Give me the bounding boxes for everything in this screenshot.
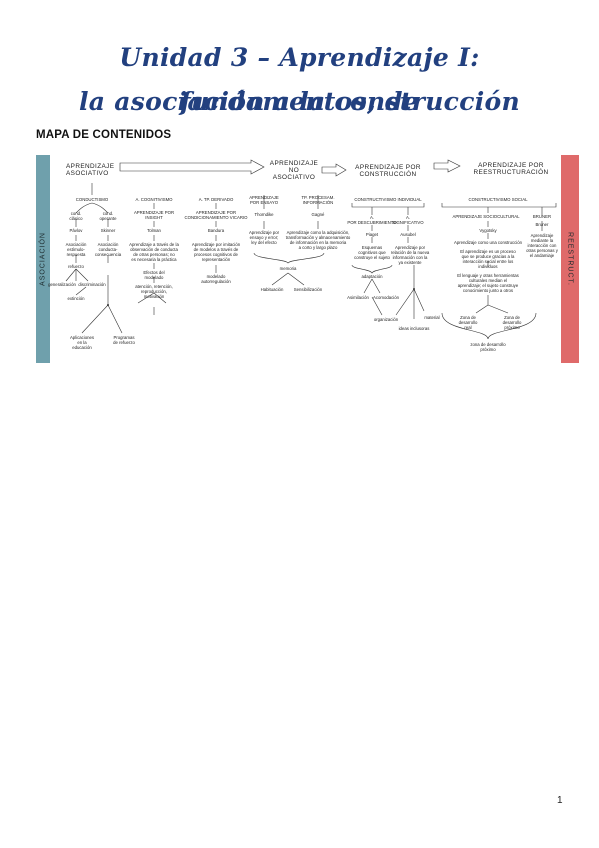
node-ausubel-desc: Aprendizaje por relación de la nueva inf…: [390, 245, 430, 265]
node-refuerzo: refuerzo: [68, 264, 84, 269]
subheader-cognitivismo: A. COGNITIVISMO: [135, 197, 173, 202]
header-construction: APRENDIZAJE POR CONSTRUCCIÓN: [355, 164, 421, 178]
subheader-tp-derivado: A. TP. DERIVADO: [198, 197, 234, 202]
node-piaget: Piaget: [365, 232, 379, 237]
node-habituacion: Habituación: [260, 287, 284, 292]
node-zona-proximo: Zona de desarrollo próximo: [502, 315, 522, 330]
node-zdp: zona de desarrollo próximo: [470, 342, 506, 352]
subheader-conductismo: CONDUCTISMO: [75, 197, 109, 202]
node-ensayo-autor: Thorndike: [254, 212, 274, 217]
arrow-nonassoc-to-constr: [321, 163, 347, 177]
node-vygotsky: Vygotsky: [479, 228, 497, 233]
node-bruner: Bruner: [535, 222, 549, 227]
node-bruner-desc: Aprendizaje mediante la interacción con …: [526, 233, 558, 258]
node-material: material: [424, 315, 440, 320]
section-heading: MAPA DE CONTENIDOS: [36, 129, 172, 141]
node-skinner-desc: Asociación conducta- consecuencia: [94, 242, 122, 257]
node-sensibilizacion: Sensibilización: [293, 287, 323, 292]
node-sociocultural: APRENDIZAJE SOCIOCULTURAL: [452, 214, 520, 219]
node-memoria: memoria: [279, 266, 297, 271]
node-tp-desc: Aprendizaje por imitación de modelos a t…: [191, 242, 241, 262]
node-significativo: A. SIGNIFICATIVO: [392, 215, 424, 225]
node-cond-clasico: cond. clásico: [69, 211, 83, 221]
node-cog-procesos: atención, retención, reproducción, motiv…: [135, 284, 173, 299]
node-acomodacion: Acomodación: [372, 295, 400, 300]
document-title-line-1: Unidad 3 – Aprendizaje I: fundamentos, d…: [119, 43, 480, 116]
arrow-constr-to-restr: [433, 159, 461, 173]
node-extincion: extinción: [67, 296, 85, 301]
node-ausubel: Ausubel: [400, 232, 416, 237]
node-tp-ejemplos: modelado autorregulación: [201, 274, 231, 284]
node-proc-desc: Aprendizaje como la adquisición, transfo…: [285, 230, 351, 250]
node-pavlov: Pávlov: [69, 228, 83, 233]
header-restructuring: APRENDIZAJE POR REESTRUCTURACIÓN: [473, 162, 549, 176]
header-associative: APRENDIZAJE ASOCIATIVO: [66, 163, 115, 177]
node-generalizacion: generalización: [48, 282, 76, 287]
node-proc-autor: Gagné: [311, 212, 325, 217]
page-number: 1: [557, 795, 563, 806]
node-vygotsky-desc-3: El lenguaje y otras herramientas cultura…: [457, 273, 519, 293]
subheader-constr-social: CONSTRUCTIVISMO SOCIAL: [468, 197, 528, 202]
node-adaptacion: adaptación: [361, 274, 383, 279]
association-band: ASOCIACIÓN: [36, 155, 50, 363]
node-cog-aprendizaje: APRENDIZAJE POR INSIGHT: [133, 210, 175, 220]
node-vygotsky-desc-2: El aprendizaje es un proceso que se prod…: [460, 249, 516, 269]
node-cog-factores: Efectos del modelado: [143, 270, 165, 280]
node-vygotsky-desc-1: Aprendizaje como una construcción: [453, 240, 523, 245]
node-descubrimiento: A. POR DESCUBRIMIENTO: [347, 215, 397, 225]
restructuring-band: REESTRUCT.: [561, 155, 579, 363]
node-tp-autor: Bandura: [207, 228, 225, 233]
node-asimilacion: Asimilación: [347, 295, 369, 300]
node-zona-real: Zona de desarrollo real: [458, 315, 478, 330]
concept-map: ASOCIACIÓN REESTRUCT.: [36, 155, 579, 363]
node-cog-autor: Tolman: [147, 228, 161, 233]
node-piaget-desc: Esquemas cognitivos que construye el suj…: [354, 245, 390, 260]
node-aplicaciones: Aplicaciones en la educación: [69, 335, 95, 350]
subheader-constr-individual: CONSTRUCTIVISMO INDIVIDUAL: [354, 197, 422, 202]
node-cog-desc: Aprendizaje a través de la observación d…: [129, 242, 179, 262]
node-discriminacion: discriminación: [78, 282, 106, 287]
header-non-associative: APRENDIZAJE NO ASOCIATIVO: [269, 160, 319, 181]
node-programas: Programas de refuerzo: [113, 335, 135, 345]
node-ideas-inclusoras: ideas inclusoras: [398, 326, 430, 331]
arrow-assoc-to-nonassoc: [119, 159, 265, 175]
subheader-por-ensayo: APRENDIZAJE POR ENSAYO: [249, 195, 279, 205]
node-pavlov-desc: Asociación estímulo- respuesta: [65, 242, 87, 257]
subheader-proc-informacion: TP. PROCESAM. INFORMACIÓN: [301, 195, 335, 205]
node-organizacion: organización: [373, 317, 399, 322]
document-title-line-2: la asociación a la construcción: [79, 87, 520, 116]
node-cond-operante: cond. operante: [99, 211, 117, 221]
node-bruner-label: BRUNER: [532, 214, 552, 219]
concept-map-connectors: [65, 159, 557, 340]
node-ensayo-desc: Aprendizaje por ensayo y error; ley del …: [248, 230, 280, 245]
node-tp-aprendizaje: APRENDIZAJE POR CONDICIONAMIENTO VICARIO: [184, 210, 248, 220]
node-skinner: Skinner: [100, 228, 116, 233]
